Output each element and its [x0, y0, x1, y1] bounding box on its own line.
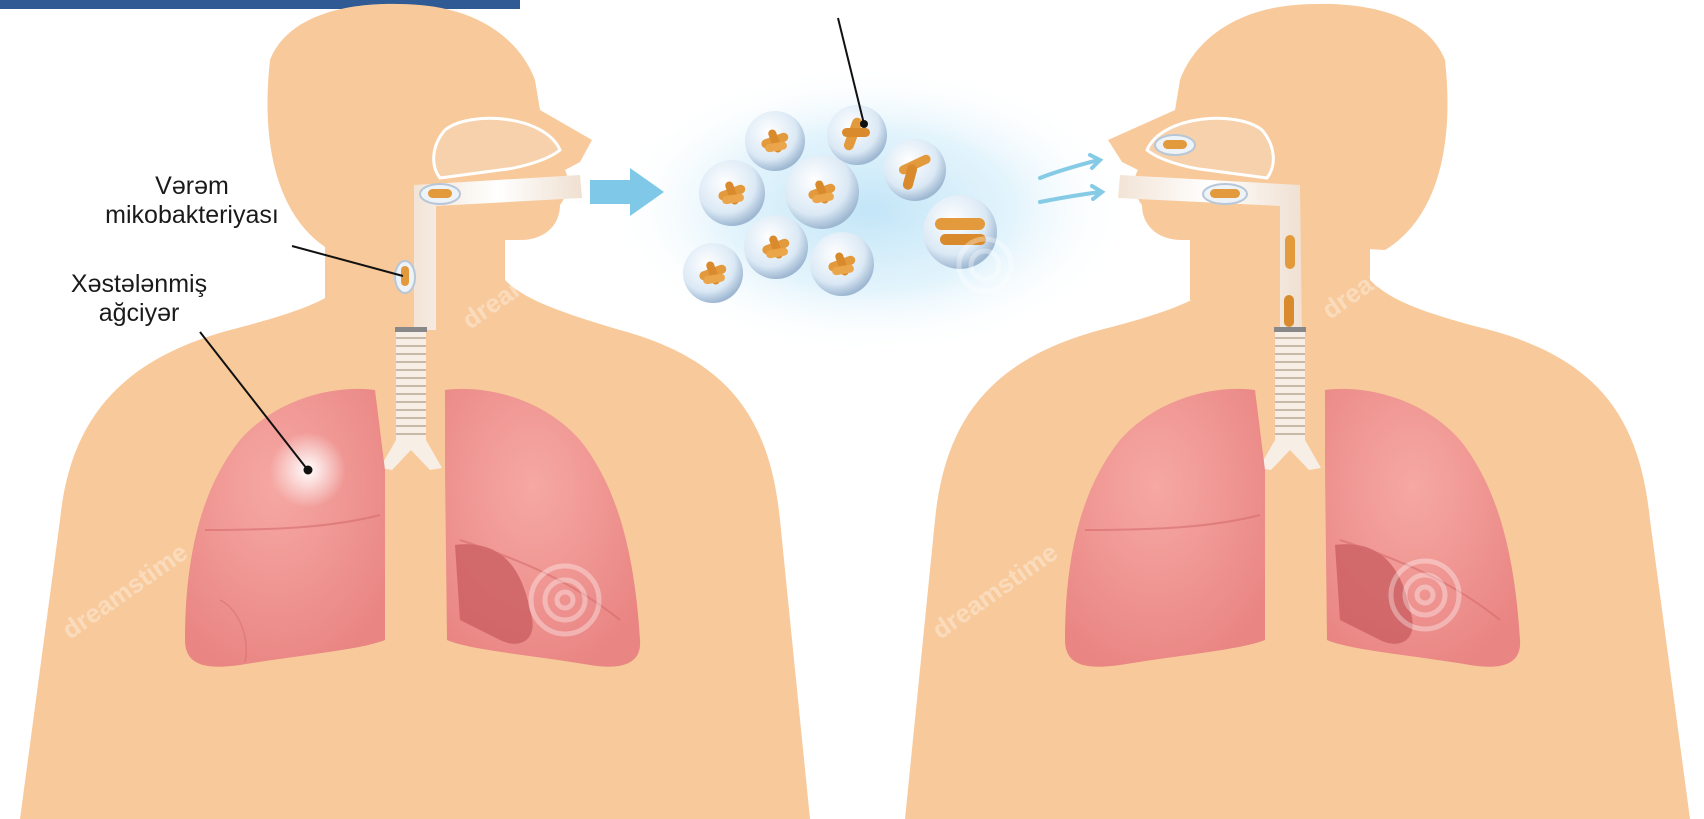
bacteria-bubble [884, 139, 946, 201]
bacteria-label-line1: Vərəm [82, 172, 302, 201]
bacteria-bubble [810, 232, 874, 296]
bacteria-bubble [745, 111, 805, 171]
infected-lung-label: Xəstələnmiş ağciyər [24, 270, 254, 328]
infected-lung-label-line2: ağciyər [24, 299, 254, 328]
bacteria-bubble [785, 155, 859, 229]
right-head [1108, 4, 1448, 250]
bacteria-label-line2: mikobakteriyası [82, 201, 302, 230]
infected-lung-label-line1: Xəstələnmiş [24, 270, 254, 299]
airborne-droplets [590, 18, 1130, 355]
bacteria-bubble [683, 243, 743, 303]
bacteria-bubble [744, 215, 808, 279]
bacteria-bubble [827, 105, 887, 165]
bacteria-bubble [699, 160, 765, 226]
bacteria-label: Vərəm mikobakteriyası [82, 172, 302, 230]
